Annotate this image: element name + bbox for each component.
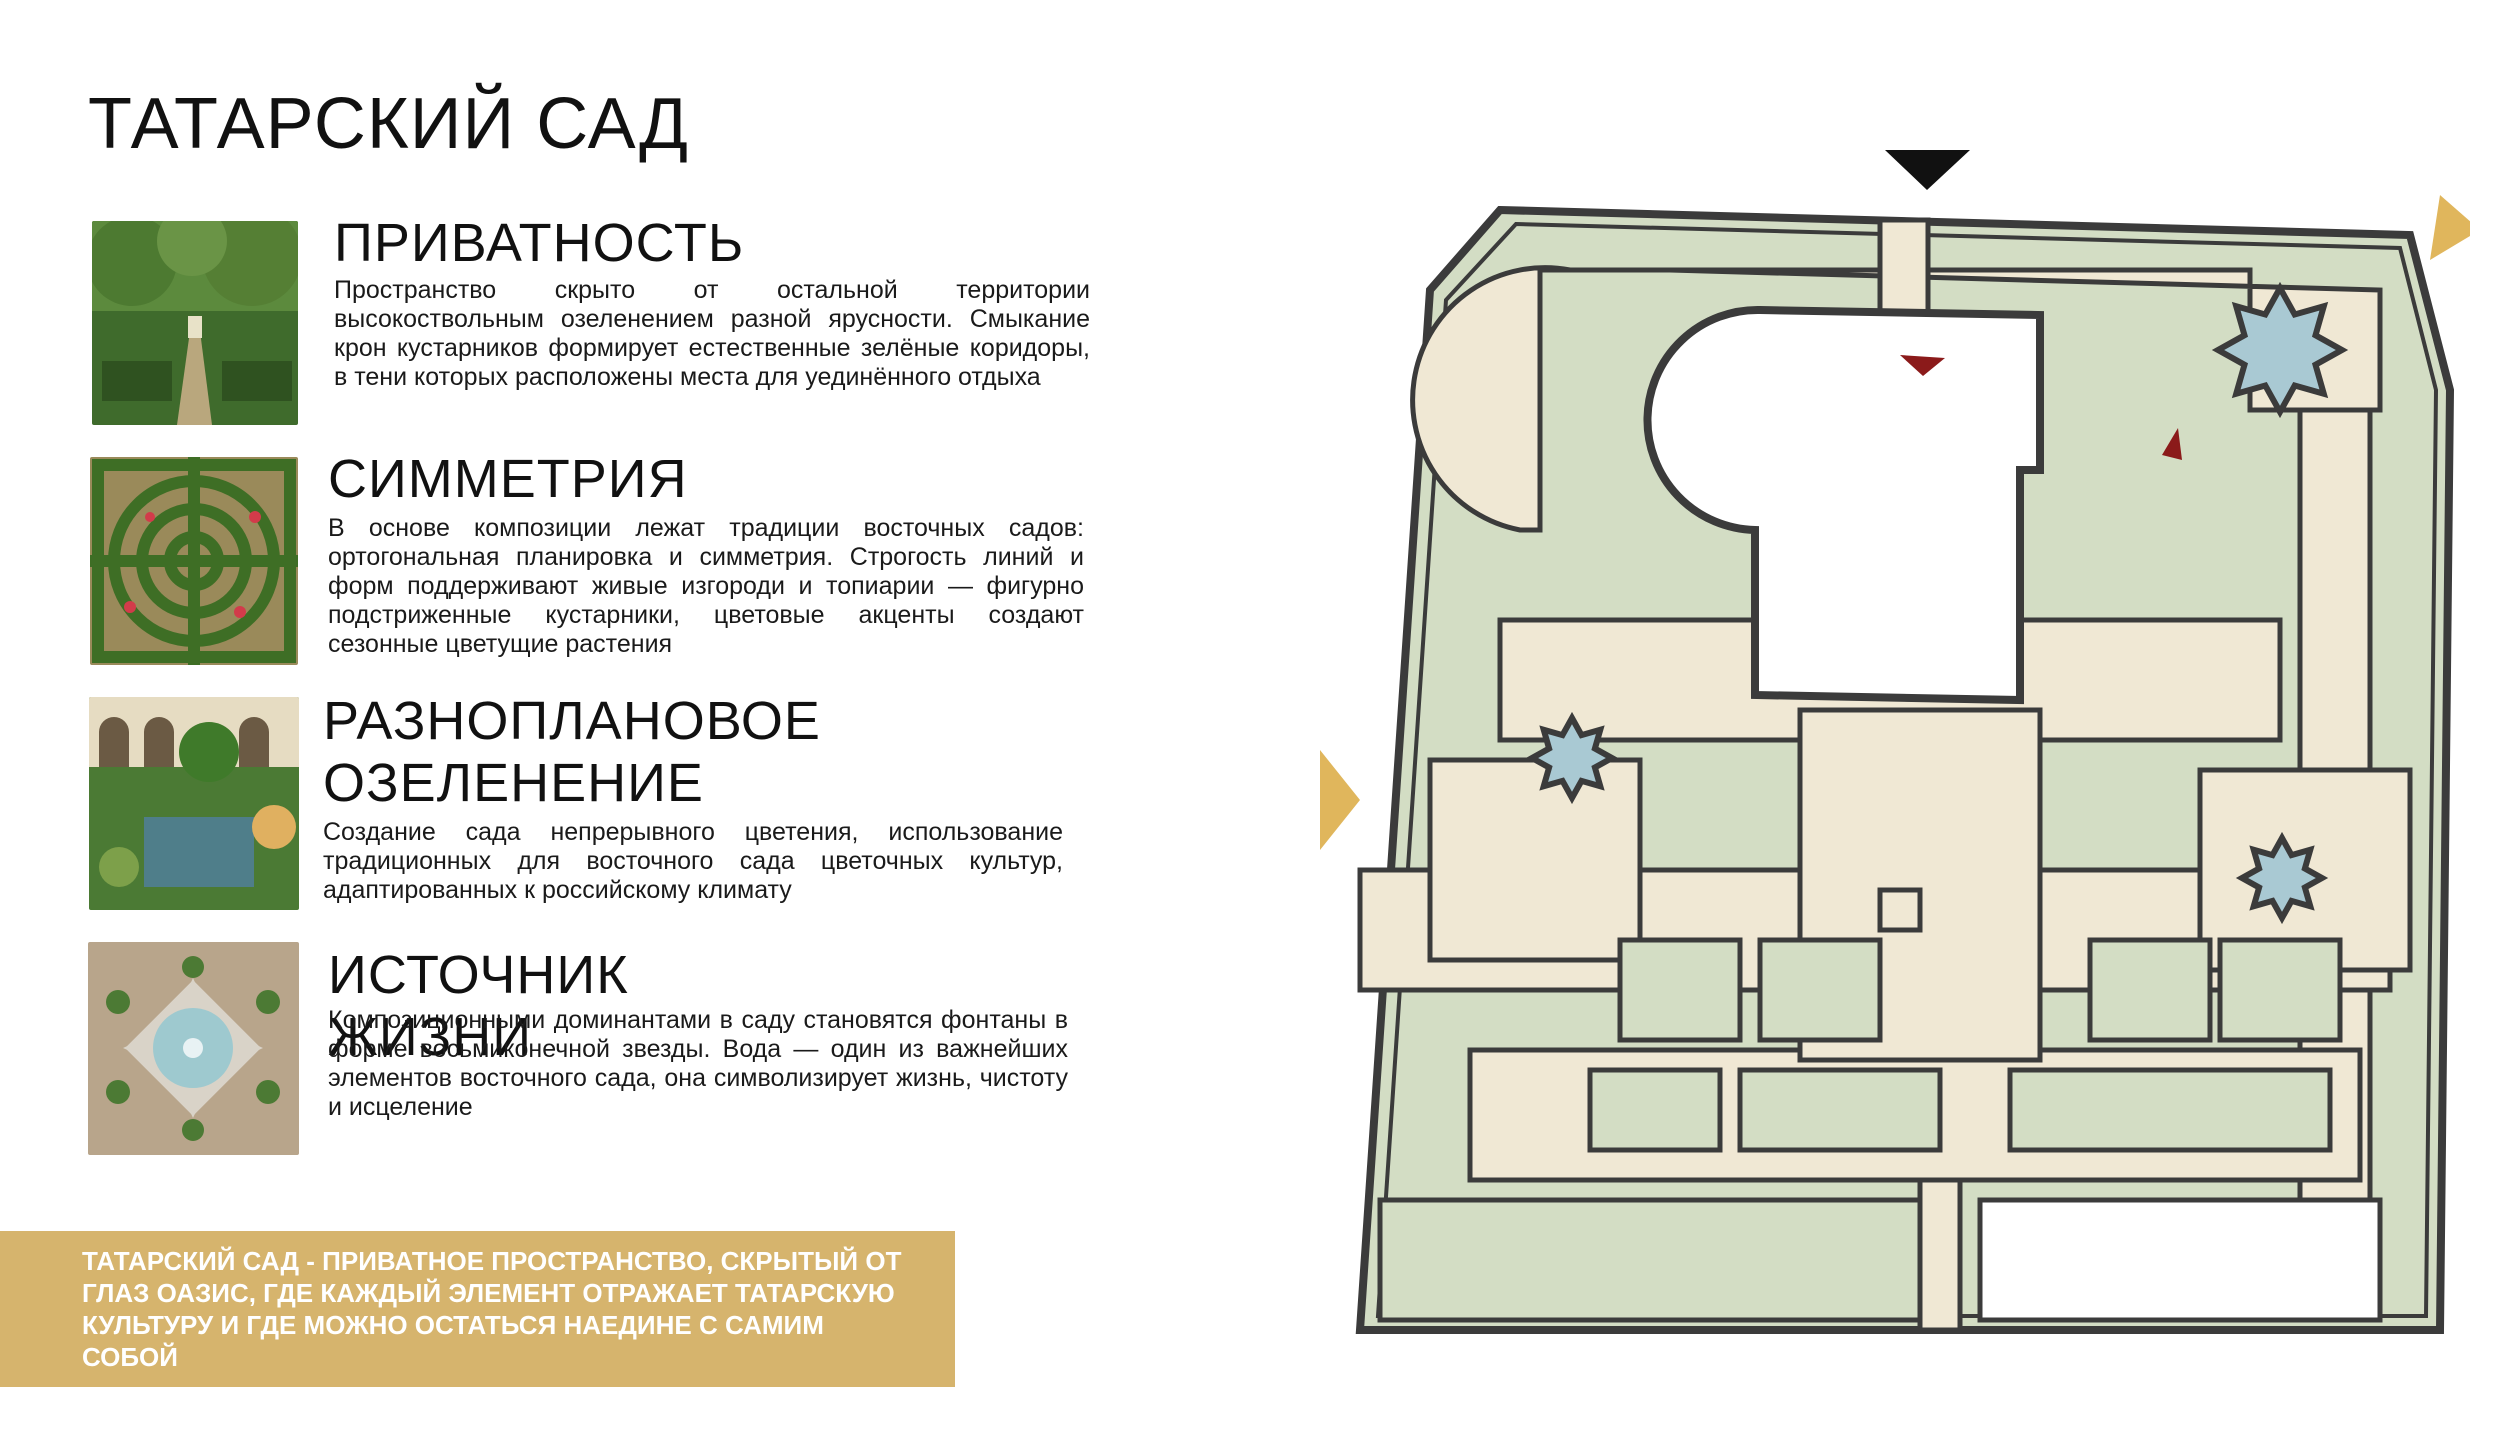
section-text: В основе композиции лежат традиции восто… bbox=[328, 514, 1084, 658]
courtyard-garden-photo-icon bbox=[89, 697, 299, 910]
section-text: Создание сада непрерывного цветения, исп… bbox=[323, 818, 1063, 904]
section-heading: РАЗНОПЛАНОВОЕ ОЗЕЛЕНЕНИЕ bbox=[323, 691, 821, 813]
section-heading: ПРИВАТНОСТЬ bbox=[334, 213, 745, 273]
entry-marker-east bbox=[2430, 195, 2470, 260]
summary-banner: ТАТАРСКИЙ САД - ПРИВАТНОЕ ПРОСТРАНСТВО, … bbox=[0, 1231, 955, 1387]
star-fountain-photo-icon bbox=[88, 942, 299, 1155]
garden-path-photo-icon bbox=[92, 221, 298, 425]
entry-marker-west bbox=[1320, 750, 1360, 850]
star-fountain-icon bbox=[1525, 711, 1619, 805]
section-text: Композиционными доминантами в саду стано… bbox=[328, 1006, 1068, 1121]
main-entry-marker bbox=[1885, 150, 1970, 190]
page-title: ТАТАРСКИЙ САД bbox=[88, 84, 689, 164]
star-fountain-icon bbox=[2235, 831, 2329, 925]
view-marker-east bbox=[2162, 428, 2182, 460]
hedge-parterre-photo-icon bbox=[90, 457, 298, 665]
summary-text: ТАТАРСКИЙ САД - ПРИВАТНОЕ ПРОСТРАНСТВО, … bbox=[82, 1246, 902, 1372]
section-text: Пространство скрыто от остальной террито… bbox=[334, 276, 1090, 391]
hedge-beds bbox=[1377, 887, 2383, 1323]
section-heading: ИСТОЧНИК ЖИЗНИ bbox=[328, 945, 629, 1067]
star-fountain-icon bbox=[2211, 281, 2349, 419]
section-heading: СИММЕТРИЯ bbox=[328, 449, 688, 509]
garden-plan-icon bbox=[1320, 150, 2470, 1400]
building-footprint bbox=[1643, 305, 2044, 705]
view-marker-north bbox=[1900, 355, 1945, 376]
